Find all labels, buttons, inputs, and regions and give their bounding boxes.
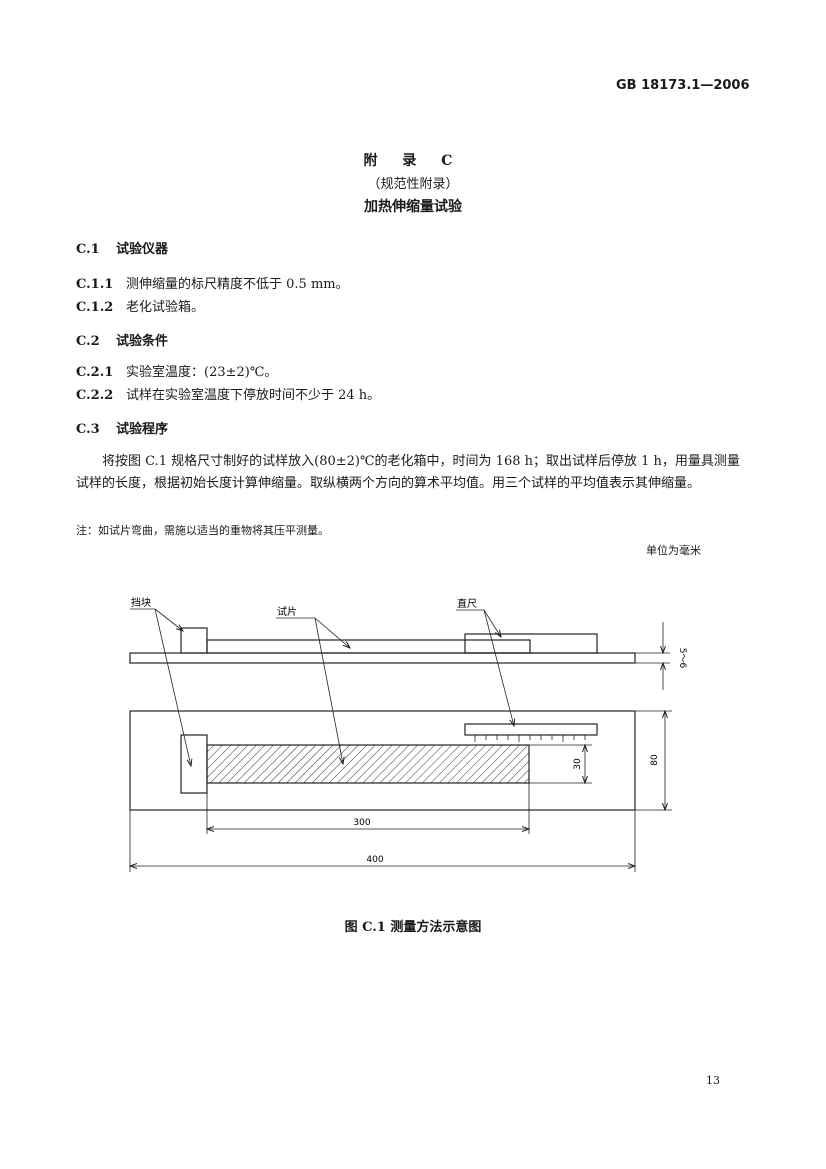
board-width-dimension: 80	[650, 754, 660, 766]
top-view	[129, 710, 636, 811]
clause-number: C.1.2	[76, 300, 114, 315]
ruler-top	[464, 723, 598, 736]
clause-text: 测伸缩量的标尺精度不低于 0.5 mm。	[126, 277, 349, 292]
annex-kind: （规范性附录）	[367, 177, 459, 192]
leader-lines	[130, 608, 514, 766]
clause-text: 老化试验箱。	[126, 300, 205, 315]
section-title: 试验仪器	[116, 242, 169, 257]
clause-c12: C.1.2 老化试验箱。	[76, 296, 204, 315]
stop-block-top	[180, 734, 208, 794]
clause-c21: C.2.1 实验室温度：(23±2)℃。	[76, 361, 277, 380]
section-c1-heading: C.1 试验仪器	[76, 238, 168, 257]
label-specimen: 试片	[277, 605, 297, 618]
unit-note: 单位为毫米	[646, 544, 701, 557]
clause-c11: C.1.1 测伸缩量的标尺精度不低于 0.5 mm。	[76, 273, 349, 292]
clause-number: C.2.1	[76, 365, 114, 380]
section-c2-heading: C.2 试验条件	[76, 330, 168, 349]
section-number: C.3	[76, 422, 100, 437]
clause-text: 试样在实验室温度下停放时间不少于 24 h。	[126, 388, 381, 403]
specimen-width-dimension: 30	[573, 758, 583, 770]
section-title: 试验条件	[116, 334, 169, 349]
side-view	[129, 622, 670, 690]
base-board-side	[129, 652, 636, 664]
page-number: 13	[706, 1074, 720, 1087]
annex-title: 附 录 C	[363, 153, 463, 169]
clause-number: C.1.1	[76, 277, 114, 292]
standard-number: GB 18173.1—2006	[616, 78, 750, 93]
procedure-paragraph: 将按图 C.1 规格尺寸制好的试样放入(80±2)℃的老化箱中，时间为 168 …	[76, 451, 740, 495]
clause-number: C.2.2	[76, 388, 114, 403]
ruler-ticks	[474, 735, 586, 742]
specimen-top	[206, 744, 530, 784]
section-number: C.2	[76, 334, 100, 349]
ruler-side	[464, 633, 598, 654]
thickness-dimension: 5～6	[677, 648, 687, 669]
section-title: 试验程序	[116, 422, 169, 437]
annex-name: 加热伸缩量试验	[364, 199, 462, 215]
section-number: C.1	[76, 242, 100, 257]
specimen-length-dimension: 300	[353, 818, 370, 828]
board-length-dimension: 400	[366, 855, 383, 865]
note: 注：如试片弯曲，需施以适当的重物将其压平测量。	[76, 524, 329, 537]
label-ruler: 直尺	[457, 597, 477, 610]
clause-c22: C.2.2 试样在实验室温度下停放时间不少于 24 h。	[76, 384, 380, 403]
section-c3-heading: C.3 试验程序	[76, 418, 168, 437]
dimension-lines	[130, 711, 672, 872]
figure-caption: 图 C.1 测量方法示意图	[344, 920, 482, 935]
specimen-side	[206, 639, 531, 654]
paragraph-text: 将按图 C.1 规格尺寸制好的试样放入(80±2)℃的老化箱中，时间为 168 …	[76, 454, 740, 491]
base-board-top	[129, 710, 636, 811]
clause-text: 实验室温度：(23±2)℃。	[126, 365, 278, 380]
label-stop-block: 挡块	[131, 596, 151, 609]
stop-block-side	[180, 627, 208, 654]
